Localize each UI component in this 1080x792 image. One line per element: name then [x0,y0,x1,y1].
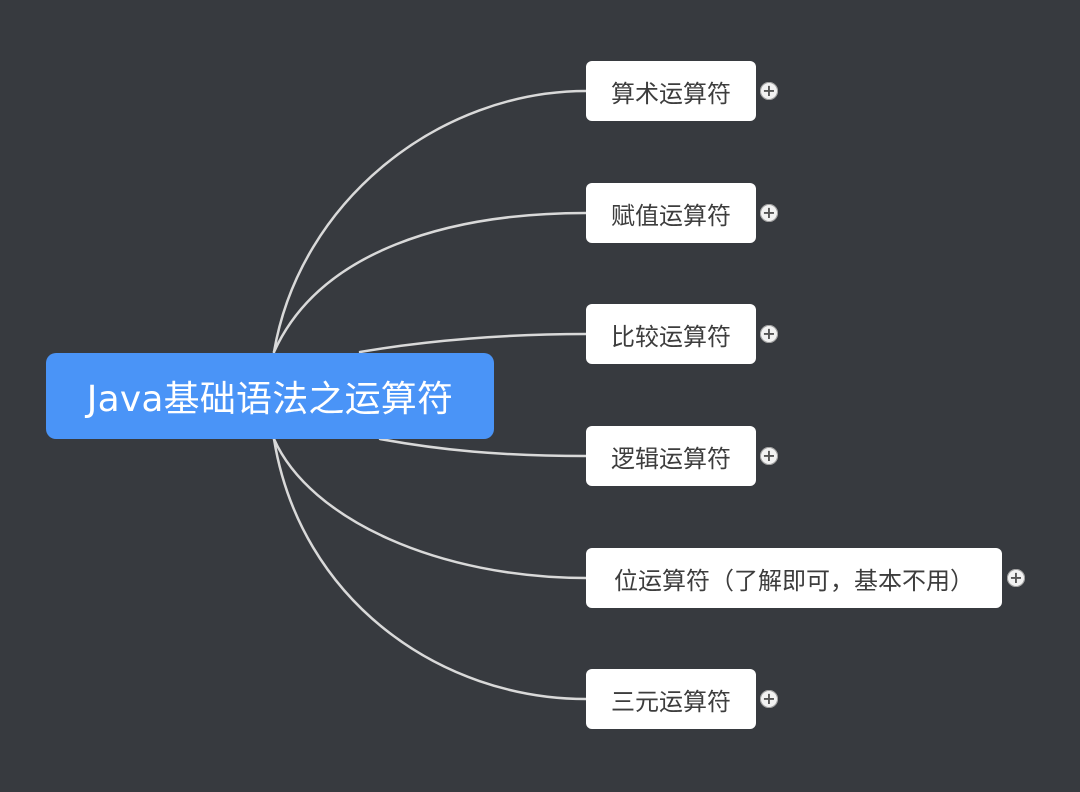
plus-icon[interactable]: + [760,447,778,465]
branch-label: 三元运算符 [611,687,731,716]
root-topic-label: Java基础语法之运算符 [86,379,454,420]
branch-label: 位运算符（了解即可，基本不用） [614,566,974,595]
branch-arithmetic-operators[interactable]: 算术运算符 [586,61,756,121]
root-topic[interactable]: Java基础语法之运算符 [46,353,494,439]
connector-line-1 [272,89,588,354]
branch-ternary-operator[interactable]: 三元运算符 [586,669,756,729]
branch-label: 赋值运算符 [611,201,731,230]
connector-line-5 [272,437,588,580]
plus-icon[interactable]: + [760,82,778,100]
branch-label: 比较运算符 [611,322,731,351]
plus-icon[interactable]: + [760,690,778,708]
branch-bitwise-operators[interactable]: 位运算符（了解即可，基本不用） [586,548,1002,608]
connector-line-6 [272,437,588,701]
branch-label: 逻辑运算符 [611,444,731,473]
branch-logical-operators[interactable]: 逻辑运算符 [586,426,756,486]
connector-line-3 [358,332,588,354]
plus-icon[interactable]: + [760,325,778,343]
connector-line-2 [272,211,588,354]
branch-comparison-operators[interactable]: 比较运算符 [586,304,756,364]
connector-line-4 [378,437,588,458]
plus-icon[interactable]: + [760,204,778,222]
plus-icon[interactable]: + [1007,569,1025,587]
branch-label: 算术运算符 [611,79,731,108]
branch-assignment-operators[interactable]: 赋值运算符 [586,183,756,243]
